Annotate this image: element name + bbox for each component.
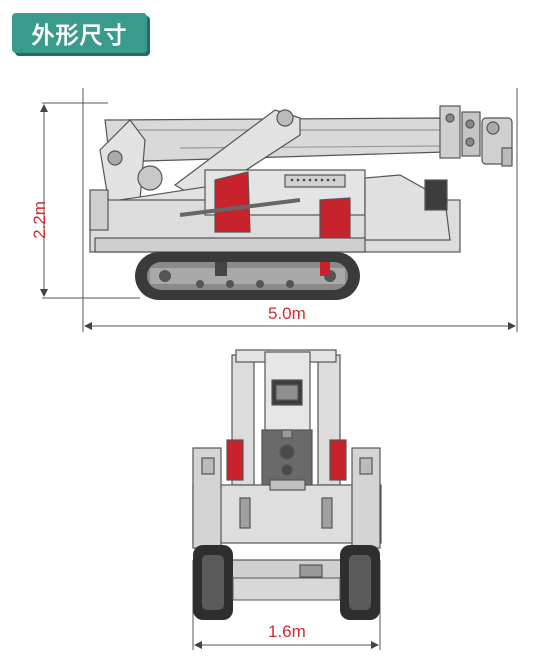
front-view <box>192 349 382 650</box>
length-label: 5.0m <box>268 304 306 323</box>
front-frame <box>226 349 347 486</box>
front-body <box>192 447 382 581</box>
height-label: 2.2m <box>30 201 49 239</box>
front-wheels <box>193 545 380 620</box>
side-view <box>40 88 518 332</box>
section-title: 外形尺寸 <box>12 13 147 53</box>
width-label: 1.6m <box>268 622 306 641</box>
length-dimension-line <box>82 88 518 332</box>
height-dimension-line <box>40 102 140 299</box>
crawler-track <box>135 252 360 300</box>
machine-body <box>89 169 461 253</box>
crane-boom <box>104 105 513 167</box>
